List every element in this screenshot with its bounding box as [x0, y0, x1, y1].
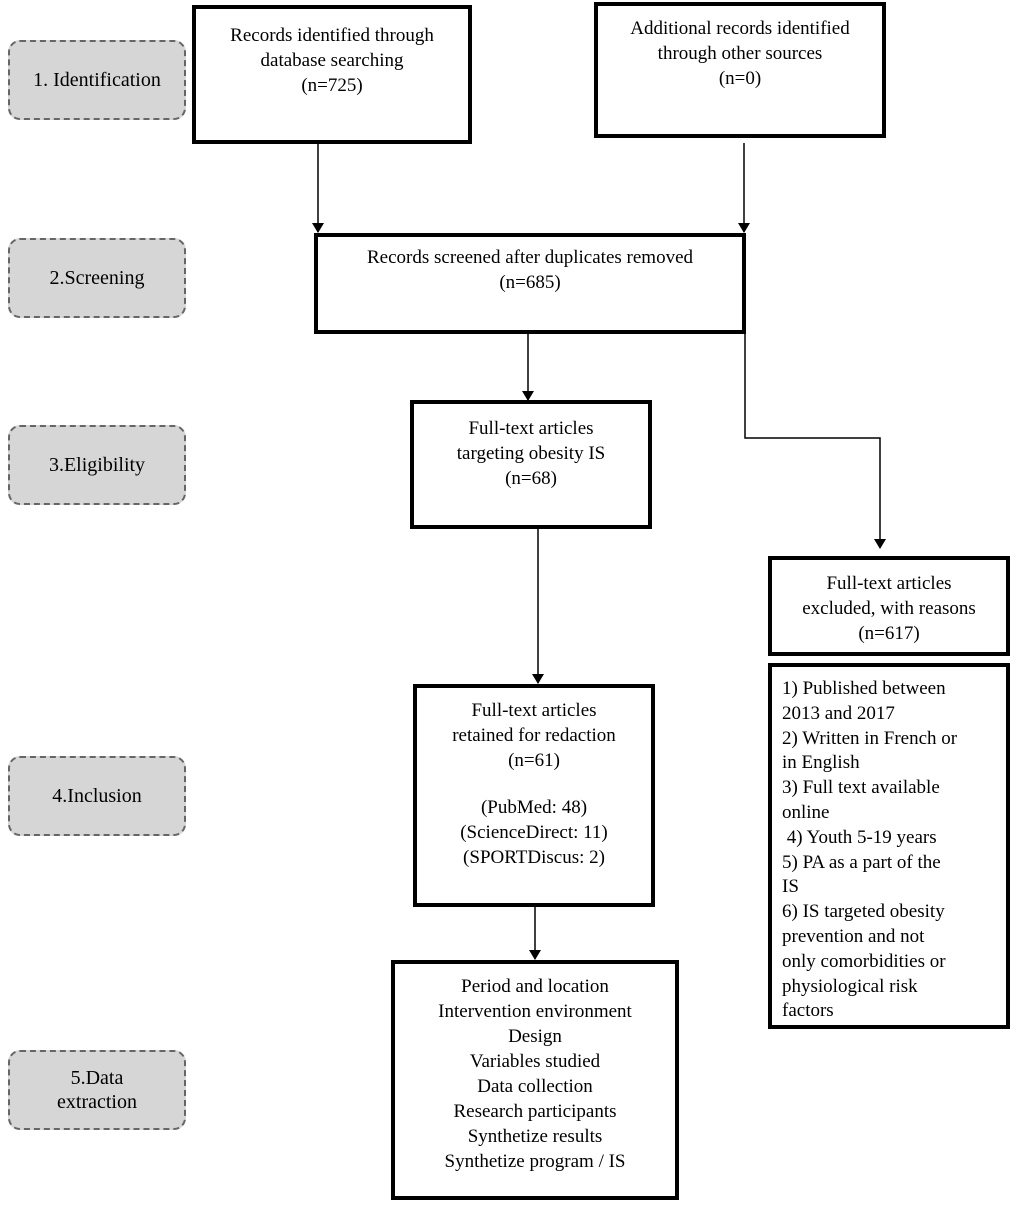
box-retained: Full-text articles retained for redactio… [413, 684, 655, 907]
box-excluded: Full-text articles excluded, with reason… [768, 556, 1010, 656]
criteria-line: 6) IS targeted obesity [782, 901, 945, 923]
box-count: (n=68) [505, 468, 557, 489]
criteria-line: 4) Youth 5-19 years [782, 826, 937, 848]
extraction-item: Variables studied [469, 1051, 601, 1072]
stage-label-eligibility: 3.Eligibility [8, 425, 186, 505]
box-database-search: Records identified through database sear… [192, 5, 472, 144]
extraction-item: Design [508, 1026, 562, 1047]
criteria-line: 3) Full text available [782, 777, 940, 799]
box-line: retained for redaction [452, 725, 616, 746]
extraction-item: Data collection [477, 1076, 593, 1097]
box-line: Records identified through [230, 25, 434, 46]
criteria-line: 2013 and 2017 [782, 702, 895, 724]
box-data-extraction: Period and location Intervention environ… [391, 960, 679, 1200]
box-line: targeting obesity IS [456, 443, 606, 464]
criteria-line: in English [782, 752, 860, 774]
box-fulltext-targeting: Full-text articles targeting obesity IS … [410, 400, 652, 529]
source-count-line: (ScienceDirect: 11) [460, 822, 608, 843]
extraction-item: Synthetize results [467, 1126, 603, 1147]
stage-label-screening: 2.Screening [8, 238, 186, 318]
stage-label-text: 4.Inclusion [52, 785, 142, 807]
criteria-line: prevention and not [782, 925, 925, 947]
criteria-line: IS [782, 876, 799, 898]
box-count: (n=725) [301, 75, 363, 96]
box-line: database searching [260, 50, 404, 71]
box-screened: Records screened after duplicates remove… [314, 233, 746, 334]
criteria-line: 1) Published between [782, 678, 946, 699]
source-count-line: (PubMed: 48) [480, 797, 588, 818]
extraction-item: Research participants [453, 1101, 617, 1122]
box-other-sources: Additional records identified through ot… [594, 2, 886, 138]
stage-label-inclusion: 4.Inclusion [8, 756, 186, 836]
box-count: (n=61) [508, 750, 560, 771]
criteria-line: factors [782, 1000, 834, 1022]
box-line: Records screened after duplicates remove… [366, 247, 693, 268]
criteria-line: 2) Written in French or [782, 727, 958, 749]
box-count: (n=617) [858, 623, 920, 644]
criteria-line: 5) PA as a part of the [782, 851, 941, 873]
criteria-line: online [782, 801, 830, 823]
criteria-line: only comorbidities or [782, 950, 946, 972]
stage-label-text: 5.Data extraction [57, 1067, 137, 1113]
extraction-item: Intervention environment [438, 1001, 632, 1022]
box-line: Full-text articles [471, 700, 597, 721]
box-count: (n=685) [499, 272, 561, 293]
stage-label-data-extraction: 5.Data extraction [8, 1050, 186, 1130]
box-line: Full-text articles [826, 573, 952, 594]
extraction-item: Period and location [461, 976, 609, 997]
box-exclusion-criteria: 1) Published between 2013 and 2017 2) Wr… [768, 663, 1010, 1029]
spacer [417, 773, 651, 795]
box-line: Additional records identified [630, 18, 850, 39]
source-count-line: (SPORTDiscus: 2) [463, 847, 605, 868]
criteria-line: physiological risk [782, 975, 918, 997]
arrow-screened-to-excluded [744, 333, 886, 549]
extraction-item: Synthetize program / IS [444, 1151, 626, 1172]
stage-label-text: 1. Identification [33, 69, 161, 91]
stage-label-text: 2.Screening [49, 267, 145, 289]
box-line: through other sources [657, 43, 823, 64]
stage-label-text: 3.Eligibility [48, 454, 146, 476]
box-count: (n=0) [718, 68, 762, 89]
box-line: excluded, with reasons [802, 598, 976, 619]
box-line: Full-text articles [468, 418, 594, 439]
stage-label-identification: 1. Identification [8, 40, 186, 120]
